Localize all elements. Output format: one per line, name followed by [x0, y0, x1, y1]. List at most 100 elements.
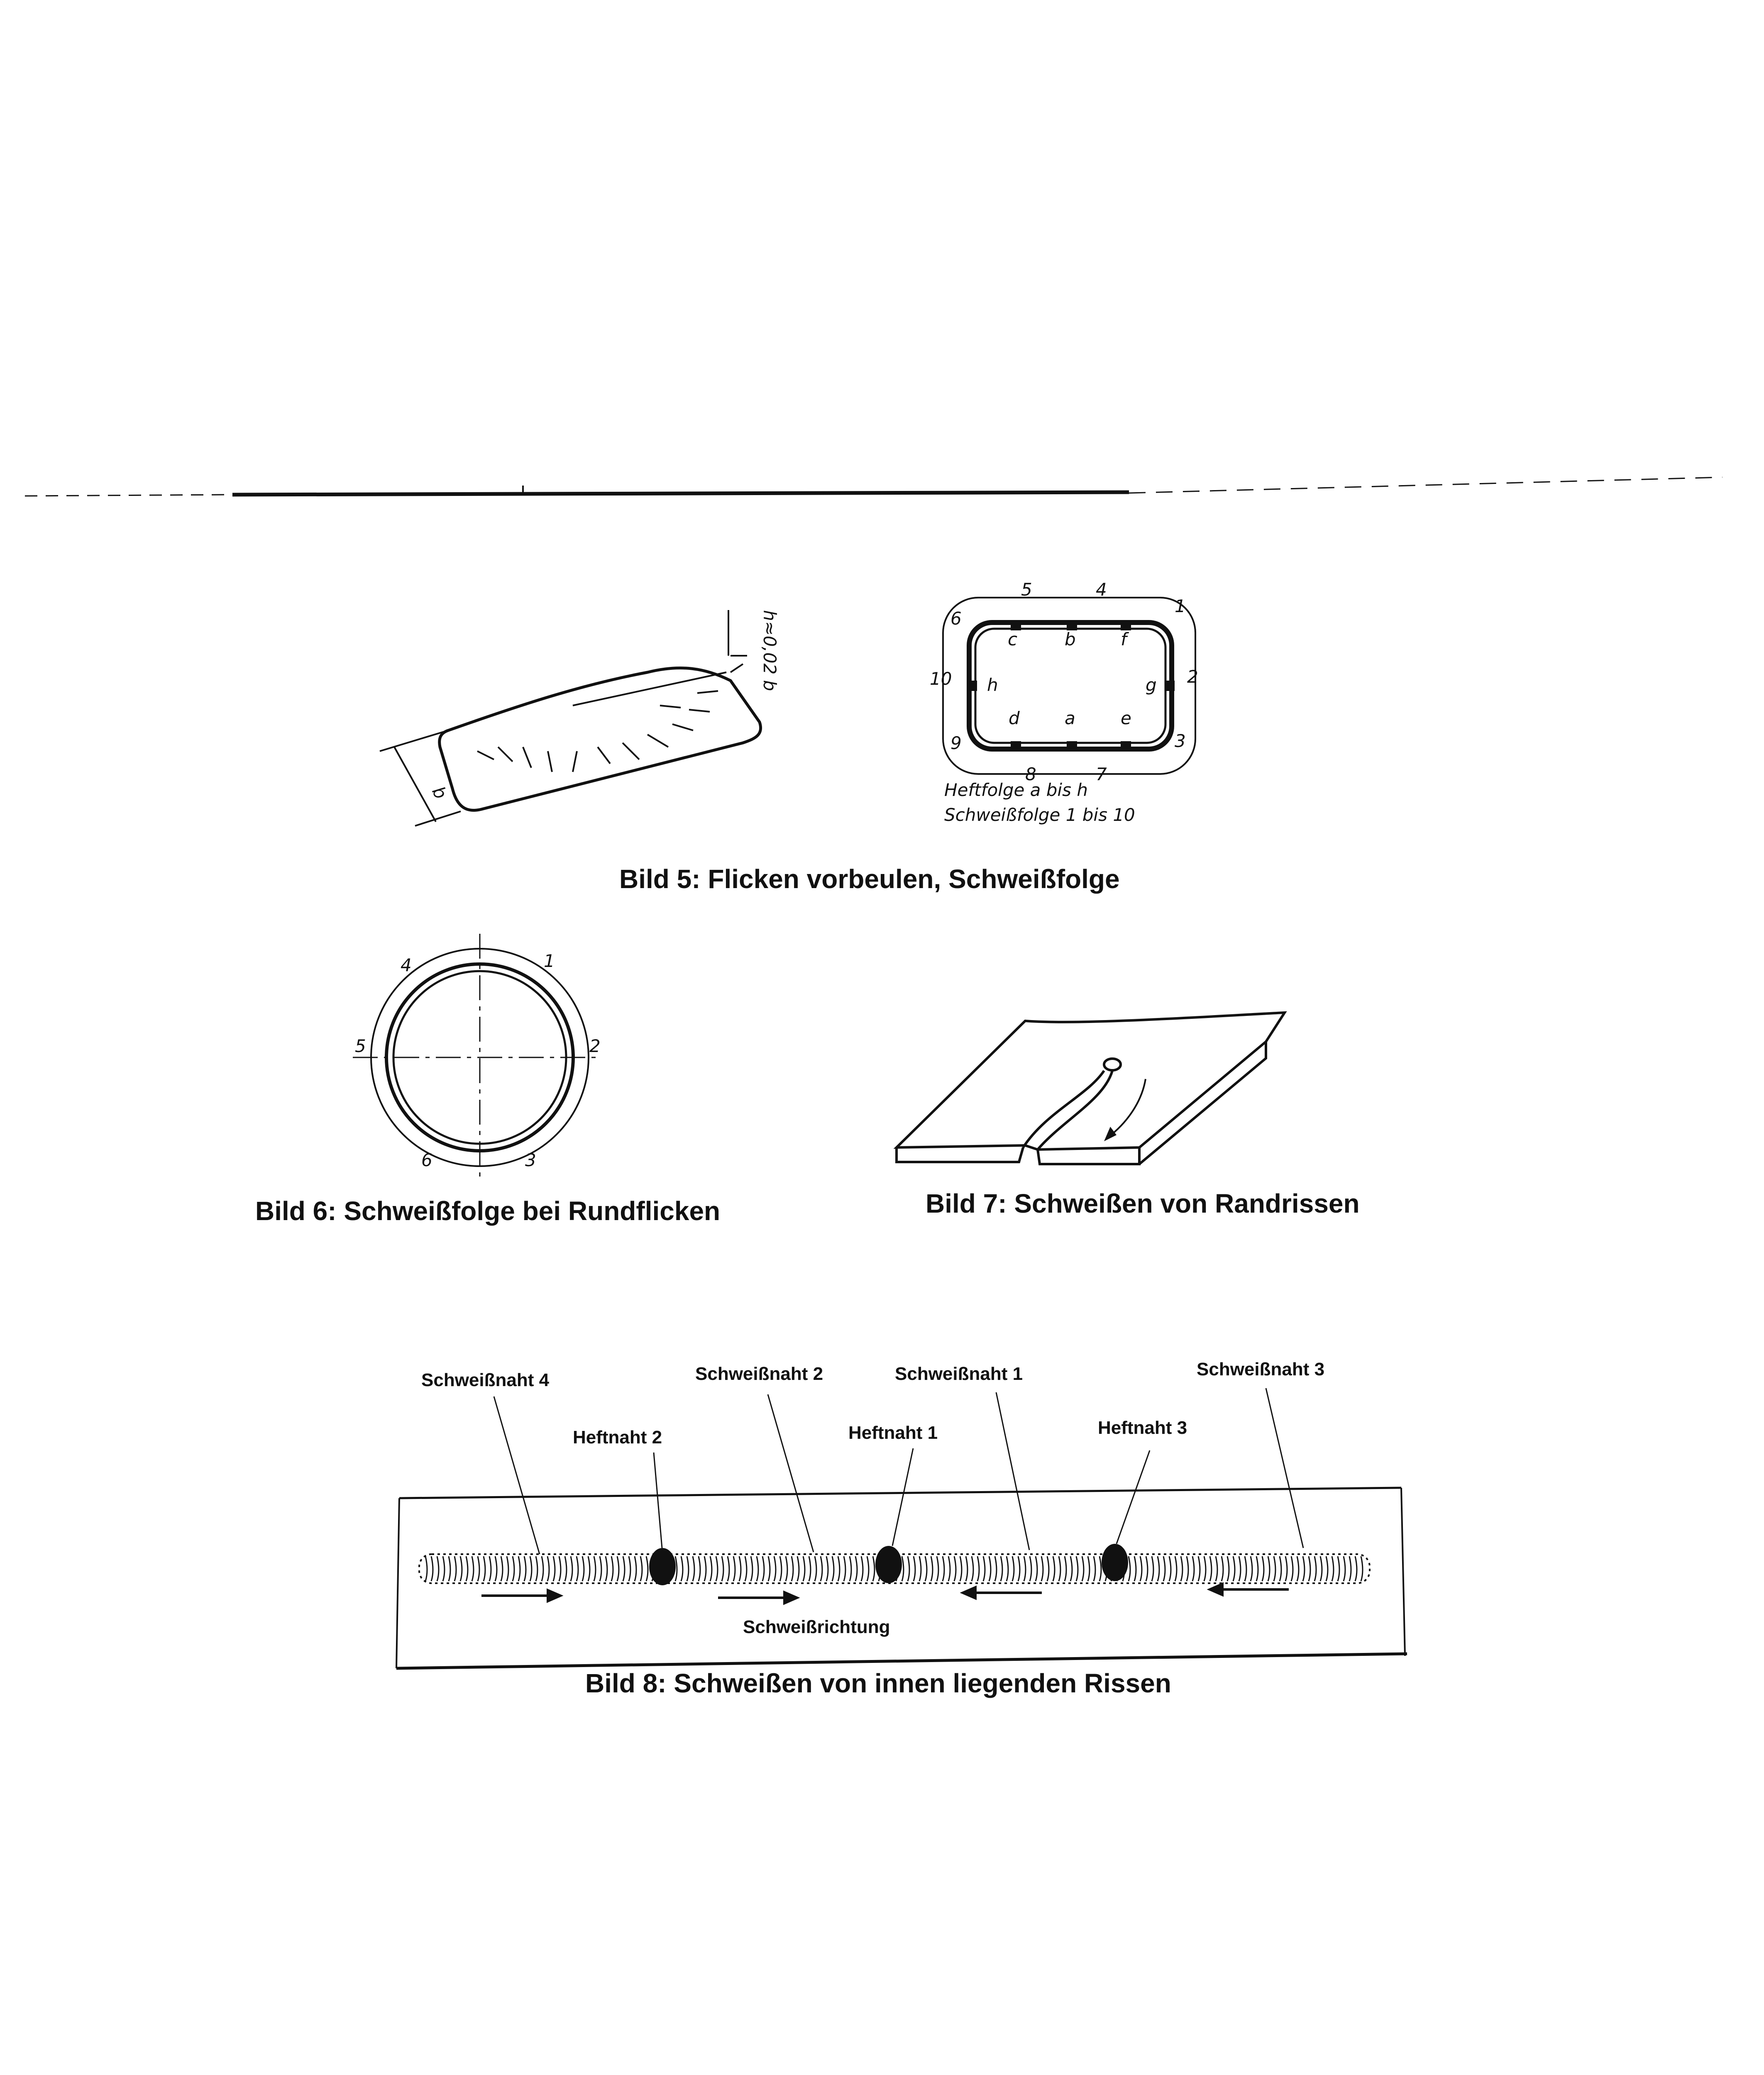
weld-ripple	[1052, 1556, 1055, 1582]
weld-2: 2	[1187, 666, 1198, 687]
weld-ripple	[977, 1556, 980, 1582]
weld-ripple	[1081, 1556, 1085, 1582]
weld-ripple	[1128, 1556, 1131, 1582]
weld-ripple	[1035, 1556, 1038, 1582]
header-rule	[24, 476, 1723, 497]
bild6-caption: Bild 6: Schweißfolge bei Rundflicken	[255, 1196, 720, 1226]
weld-ripple	[936, 1556, 939, 1582]
weld-ripple	[1308, 1556, 1311, 1582]
weld-ripple	[849, 1556, 852, 1582]
weld-ripple	[1290, 1556, 1294, 1582]
tack-h: h	[987, 675, 998, 695]
tack-sequence-note: Heftfolge a bis h	[944, 780, 1088, 800]
weld-ripple	[715, 1556, 718, 1582]
weld-ripple	[733, 1556, 736, 1582]
tack-weld-3-label: Heftnaht 3	[1098, 1418, 1187, 1438]
weld-ripple	[1244, 1556, 1247, 1582]
weld-ripple	[518, 1556, 521, 1582]
bulged-patch-figure: b h≈0,02 b	[379, 610, 780, 827]
weld-ripple	[866, 1556, 870, 1582]
weld-seam-3-label: Schweißnaht 3	[1197, 1359, 1324, 1379]
weld-ripple	[1226, 1556, 1230, 1582]
weld-ripple	[581, 1556, 585, 1582]
weld-ripple	[552, 1556, 556, 1582]
weld-ripple	[425, 1556, 428, 1582]
weld-ripple	[1174, 1556, 1178, 1582]
weld-ripple	[965, 1556, 968, 1582]
weld-ripple	[924, 1556, 928, 1582]
weld-ripple	[1151, 1556, 1154, 1582]
weld-ripple	[767, 1556, 771, 1582]
weld-ripple	[628, 1556, 631, 1582]
weld-ripple	[1360, 1556, 1363, 1582]
weld-7: 7	[1096, 764, 1107, 784]
weld-ripple	[843, 1556, 846, 1582]
weld-ripple	[727, 1556, 730, 1582]
weld-ripple	[483, 1556, 486, 1582]
weld-ripple	[1000, 1556, 1003, 1582]
weld-ripple	[611, 1556, 614, 1582]
weld-ripple	[1314, 1556, 1317, 1582]
weld-ripple	[1046, 1556, 1050, 1582]
weld-2: 2	[589, 1036, 601, 1056]
weld-ripple	[430, 1556, 434, 1582]
weld-ripple	[831, 1556, 835, 1582]
weld-ripple	[1168, 1556, 1172, 1582]
weld-ripple	[692, 1556, 695, 1582]
weld-ripple	[773, 1556, 777, 1582]
tack-weld-1-label: Heftnaht 1	[848, 1423, 938, 1443]
weld-ripple	[1302, 1556, 1305, 1582]
weld-ripple	[506, 1556, 509, 1582]
weld-ripple	[1285, 1556, 1288, 1582]
weld-ripple	[1319, 1556, 1323, 1582]
weld-ripple	[1192, 1556, 1195, 1582]
weld-ripple	[465, 1556, 469, 1582]
weld-ripple	[1354, 1556, 1358, 1582]
weld-ripple	[814, 1556, 817, 1582]
weld-ripple	[535, 1556, 538, 1582]
weld-ripple	[459, 1556, 463, 1582]
weld-ripple	[587, 1556, 591, 1582]
weld-ripple	[1238, 1556, 1241, 1582]
weld-ripple	[1145, 1556, 1148, 1582]
weld-ripple	[738, 1556, 742, 1582]
weld-ripple	[576, 1556, 579, 1582]
weld-ripple	[471, 1556, 474, 1582]
weld-ripple	[674, 1556, 678, 1582]
weld-6: 6	[421, 1150, 432, 1170]
weld-ripple	[930, 1556, 933, 1582]
weld-10: 10	[930, 669, 952, 689]
weld-ripple	[489, 1556, 492, 1582]
weld-direction-label: Schweißrichtung	[743, 1617, 890, 1637]
weld-ripple	[529, 1556, 533, 1582]
weld-ripple	[1011, 1556, 1015, 1582]
weld-ripple	[1296, 1556, 1300, 1582]
weld-ripple	[1041, 1556, 1044, 1582]
dimension-h-label: h≈0,02 b	[760, 610, 780, 691]
weld-ripple	[750, 1556, 753, 1582]
weld-ripple	[477, 1556, 480, 1582]
weld-ripple	[808, 1556, 811, 1582]
weld-ripple	[953, 1556, 957, 1582]
weld-ripple	[436, 1556, 440, 1582]
weld-ripple	[982, 1556, 986, 1582]
weld-ripple	[709, 1556, 713, 1582]
weld-ripple	[942, 1556, 945, 1582]
weld-ripple	[907, 1556, 910, 1582]
weld-ripple	[913, 1556, 916, 1582]
weld-ripple	[500, 1556, 503, 1582]
weld-ripple	[570, 1556, 573, 1582]
weld-3: 3	[1175, 731, 1186, 751]
weld-sequence-rectangle: c b f h g d a e 1 2 3 4 5 6 7 8 9 10 Hef…	[930, 579, 1198, 825]
weld-seam-1-label: Schweißnaht 1	[895, 1364, 1023, 1384]
weld-ripple	[988, 1556, 992, 1582]
weld-ripple	[1087, 1556, 1090, 1582]
weld-ripple	[779, 1556, 782, 1582]
weld-ripple	[826, 1556, 829, 1582]
weld-ripple	[564, 1556, 567, 1582]
weld-ripple	[593, 1556, 596, 1582]
weld-ripple	[523, 1556, 527, 1582]
weld-ripple	[1023, 1556, 1026, 1582]
weld-ripple	[1134, 1556, 1137, 1582]
weld-3: 3	[525, 1150, 536, 1170]
